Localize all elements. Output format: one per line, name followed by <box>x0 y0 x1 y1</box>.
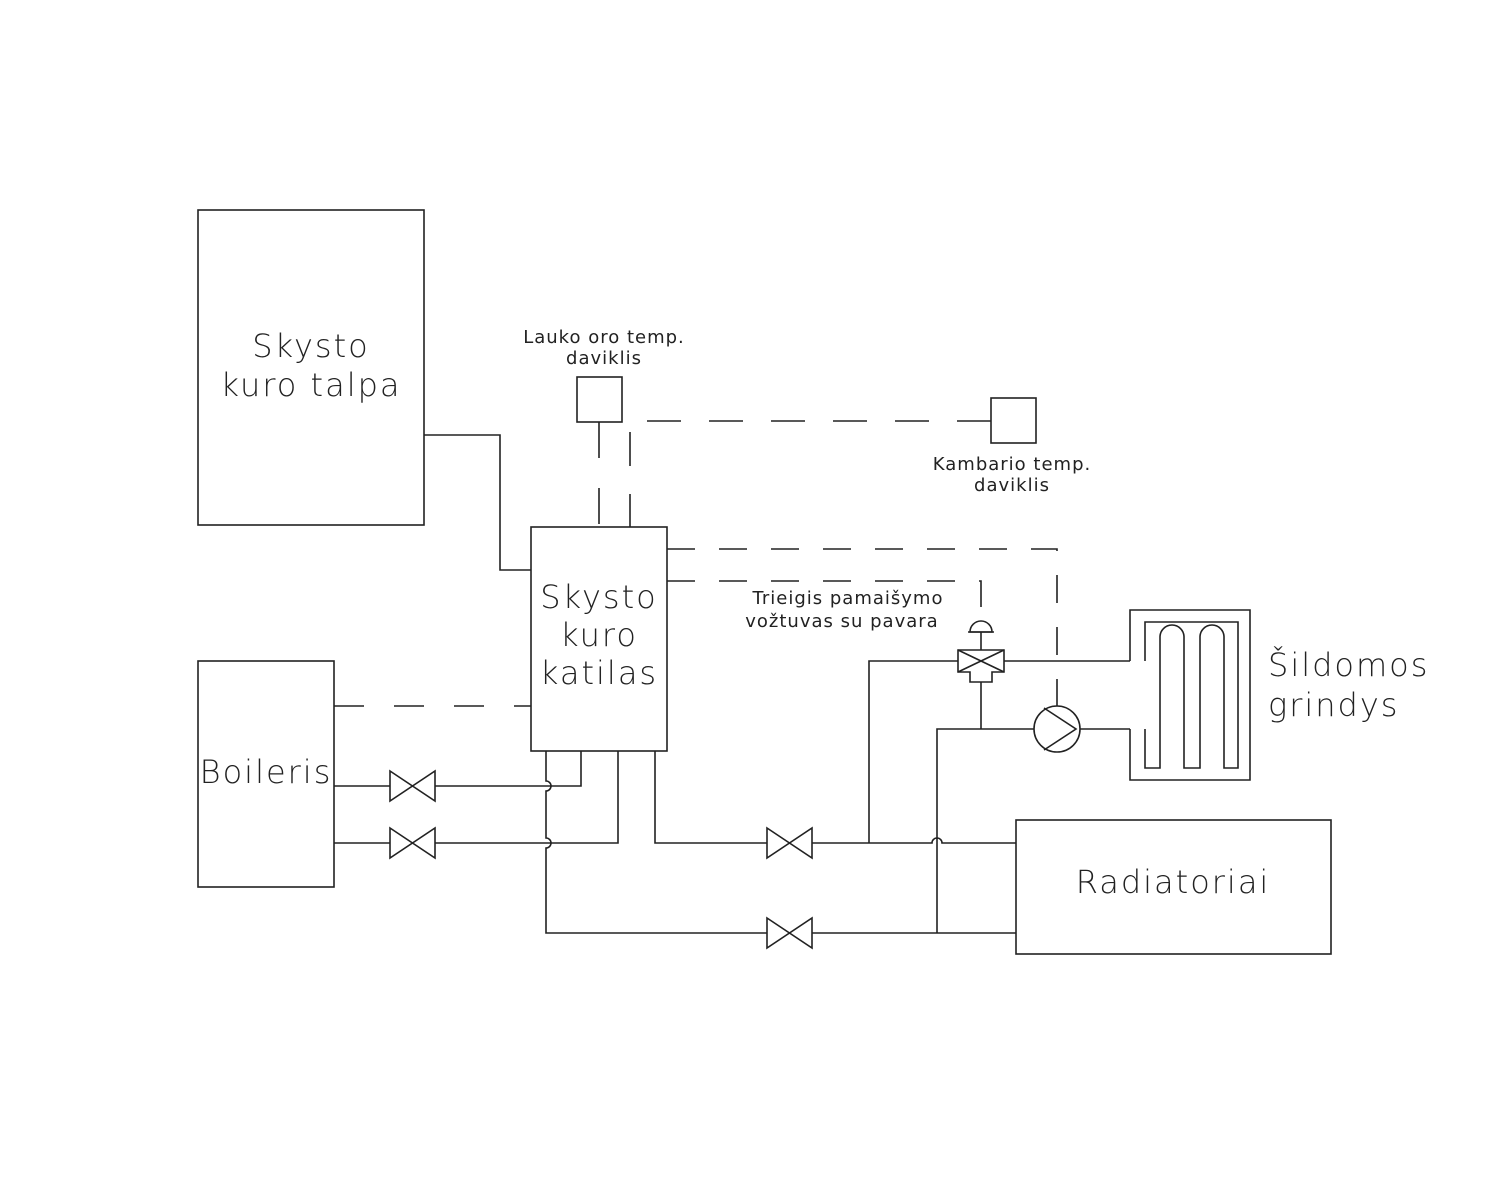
floor-heating-label-1: Šildomos <box>1268 645 1429 684</box>
fuel-tank-label-1: Skysto <box>252 327 369 365</box>
dhw-upper-valve <box>389 769 436 803</box>
dhw-pipe-lower <box>334 751 619 844</box>
boiler-label-2: kuro <box>560 616 638 654</box>
dhw-pipe-upper <box>334 751 582 787</box>
dhw-tank-label: Boileris <box>200 753 333 791</box>
return-valve <box>766 916 813 950</box>
valve-control-signal <box>667 580 982 615</box>
floor-heating-label-2: grindys <box>1268 686 1399 724</box>
outdoor-temp-sensor: Lauko oro temp. daviklis <box>523 327 685 423</box>
pump-control-signal <box>667 548 1058 706</box>
radiators-label: Radiatoriai <box>1076 863 1271 901</box>
fuel-tank-label-2: kuro talpa <box>221 366 402 404</box>
liquid-fuel-boiler: Skysto kuro katilas <box>530 526 668 752</box>
outdoor-sensor-label-1: Lauko oro temp. <box>523 327 685 348</box>
boiler-label-1: Skysto <box>540 578 657 616</box>
room-sensor-label-2: daviklis <box>974 475 1050 496</box>
three-way-mixing-valve: Trieigis pamaišymo vožtuvas su pavara <box>745 588 1005 683</box>
boiler-supply-pipe <box>654 751 1016 844</box>
valve-label-2: vožtuvas su pavara <box>745 611 938 632</box>
room-sensor-label-1: Kambario temp. <box>933 454 1091 475</box>
floor-supply-riser <box>868 660 958 843</box>
outdoor-sensor-label-2: daviklis <box>566 348 642 369</box>
floor-return-riser <box>936 728 1034 933</box>
valve-label-1: Trieigis pamaišymo <box>752 588 944 609</box>
room-temp-sensor: Kambario temp. daviklis <box>933 397 1091 496</box>
underfloor-heating-coil: Šildomos grindys <box>1129 609 1429 781</box>
dhw-lower-valve <box>389 826 436 860</box>
supply-valve <box>766 826 813 860</box>
circulation-pump <box>1033 705 1081 753</box>
fuel-supply-line <box>424 434 531 571</box>
radiators: Radiatoriai <box>1015 819 1332 955</box>
boiler-label-3: katilas <box>540 654 658 692</box>
fuel-tank: Skysto kuro talpa <box>197 209 425 526</box>
dhw-tank: Boileris <box>197 660 335 888</box>
boiler-return-pipe <box>545 751 1016 934</box>
